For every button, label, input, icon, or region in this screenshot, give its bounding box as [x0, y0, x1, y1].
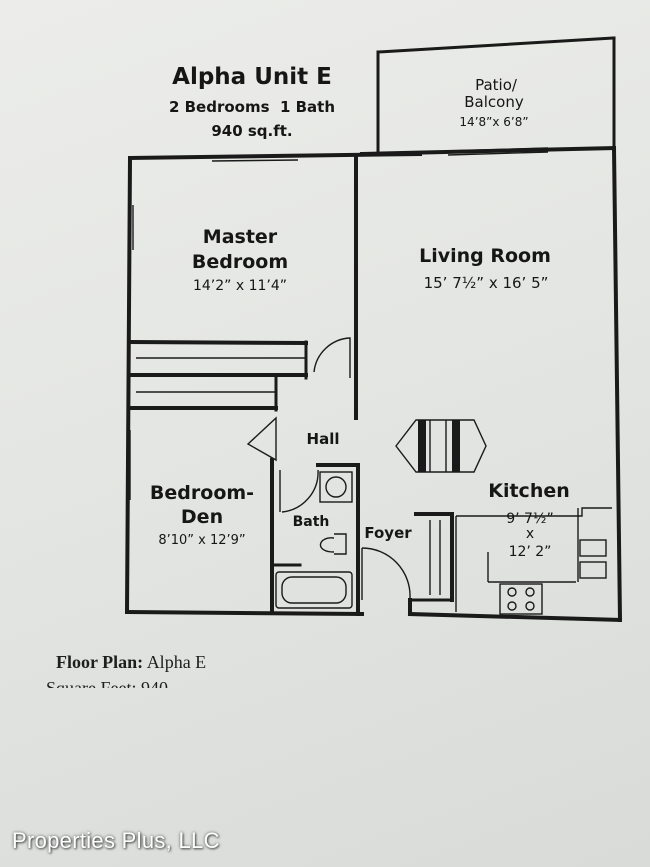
- bedroom-den-size: 8’10” x 12’9”: [158, 533, 245, 548]
- caption-cut-off-line: Square Feet: 940: [46, 678, 168, 688]
- area-text: 940 sq.ft.: [211, 122, 292, 140]
- living-room-label: Living Room: [419, 245, 551, 267]
- beds-baths-text: 2 Bedrooms 1 Bath: [169, 98, 335, 116]
- bedroom-den-label-line1: Bedroom-: [150, 482, 254, 504]
- hall-label: Hall: [307, 430, 340, 448]
- kitchen-size-line3: 12’ 2”: [509, 544, 552, 560]
- fireplace: [395, 419, 487, 473]
- master-bedroom-label-line1: Master: [203, 226, 278, 248]
- patio-label-line1: Patio/: [475, 76, 518, 94]
- kitchen-size-line2: x: [526, 526, 534, 542]
- kitchen-fixtures: [455, 507, 612, 615]
- doors: [246, 337, 411, 600]
- bath-fixtures: [275, 471, 353, 609]
- bath-label: Bath: [293, 514, 330, 530]
- watermark-text: Properties Plus, LLC: [12, 828, 220, 853]
- caption-label: Floor Plan:: [56, 652, 144, 672]
- caption-value: Alpha E: [146, 652, 207, 672]
- outer-walls: [124, 36, 623, 623]
- kitchen-size-line1: 9’ 7½”: [506, 511, 554, 527]
- room-labels: Alpha Unit E 2 Bedrooms 1 Bath 940 sq.ft…: [150, 64, 570, 560]
- floor-plan-caption: Floor Plan: Alpha E: [56, 652, 206, 673]
- windows: [129, 147, 549, 500]
- patio-size: 14’8”x 6’8”: [459, 115, 528, 129]
- interior-walls: [127, 154, 454, 616]
- unit-title: Alpha Unit E: [172, 64, 332, 90]
- kitchen-label: Kitchen: [488, 480, 570, 502]
- patio-label-line2: Balcony: [464, 93, 524, 111]
- master-bedroom-label-line2: Bedroom: [192, 251, 288, 273]
- bedroom-den-label-line2: Den: [181, 506, 223, 528]
- master-bedroom-size: 14’2” x 11’4”: [193, 278, 287, 294]
- living-room-size: 15’ 7½” x 16’ 5”: [424, 274, 549, 292]
- foyer-label: Foyer: [364, 524, 412, 542]
